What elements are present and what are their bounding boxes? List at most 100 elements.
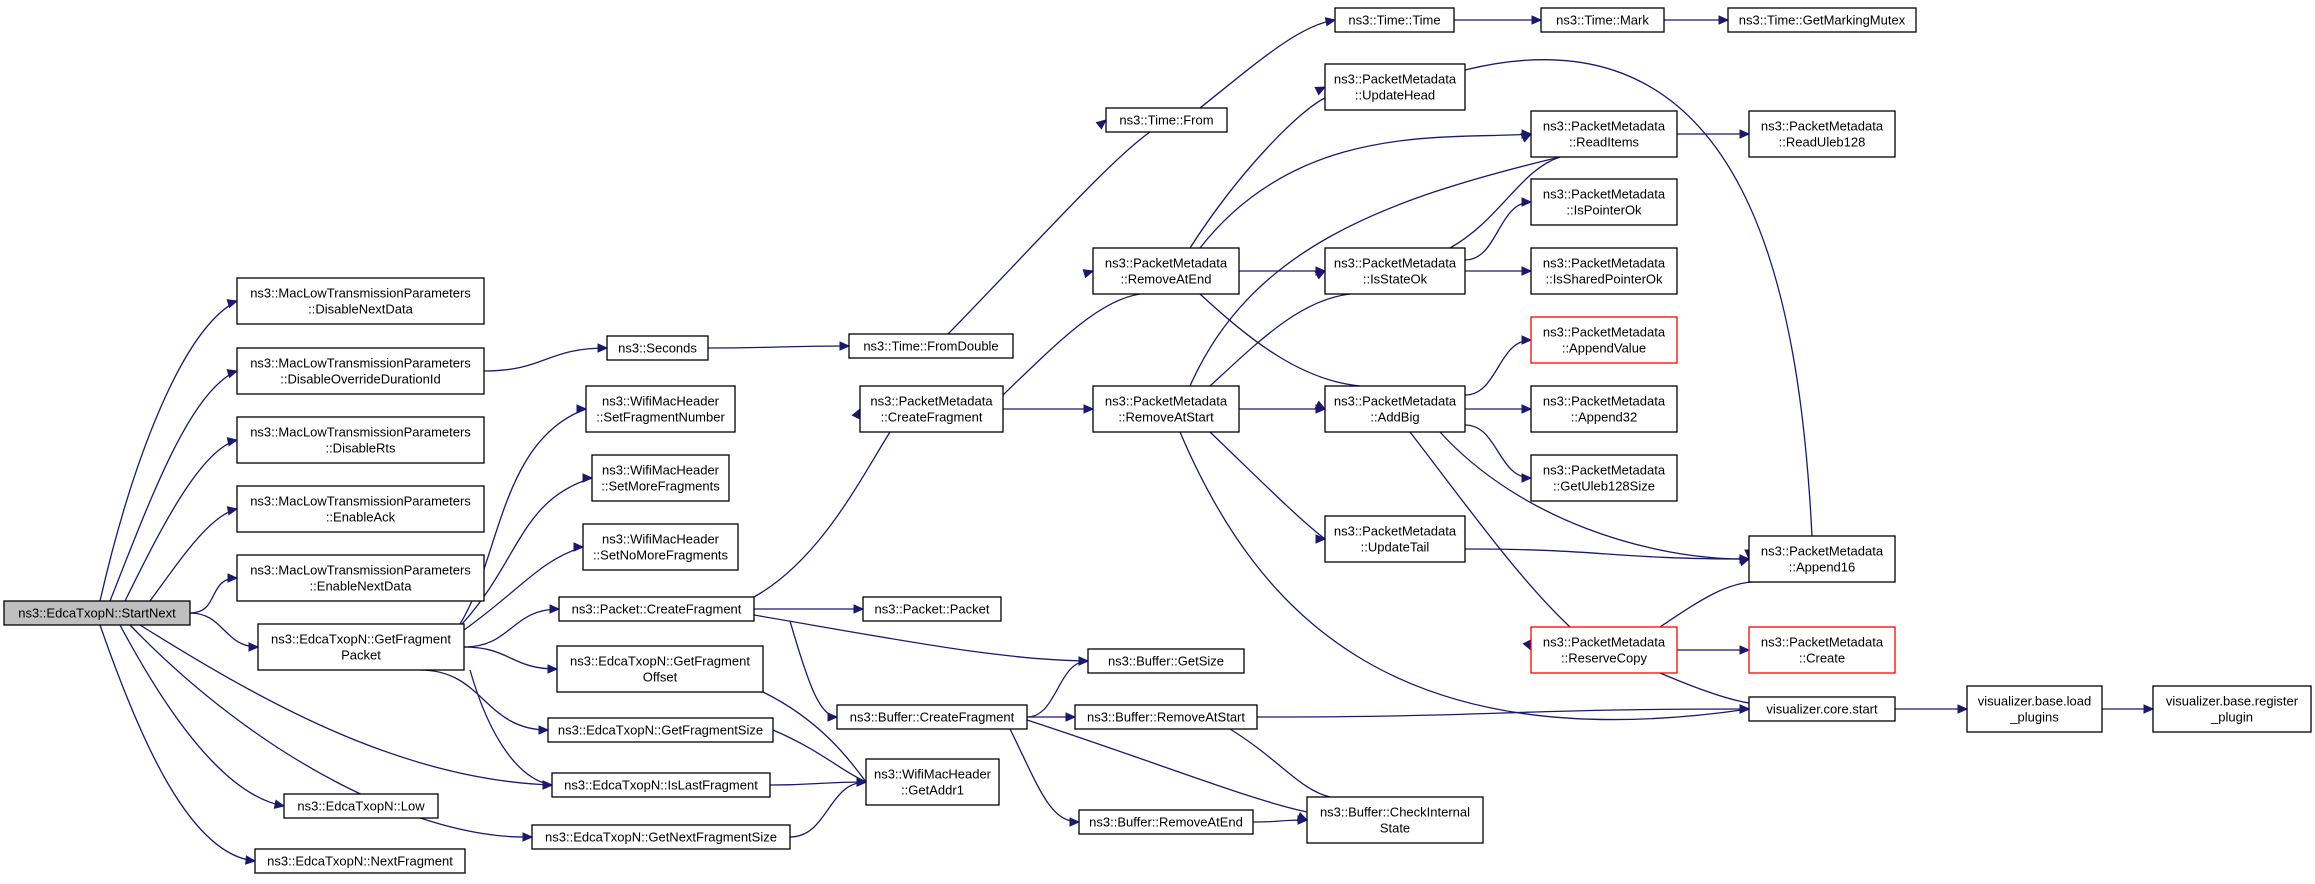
edge-is_state_ok-to-read_items <box>1449 133 1561 249</box>
node-box <box>1078 809 1254 835</box>
edge-line <box>119 624 285 807</box>
node-get-fragment-size[interactable]: ns3::EdcaTxopN::GetFragmentSize <box>547 717 774 743</box>
node-get-next-fragment-size[interactable]: ns3::EdcaTxopN::GetNextFragmentSize <box>531 824 791 850</box>
node-append16[interactable]: ns3::PacketMetadata::Append16 <box>1748 535 1896 583</box>
edge-line <box>1209 431 1326 540</box>
node-buffer-get-size[interactable]: ns3::Buffer::GetSize <box>1087 648 1245 674</box>
node-append32[interactable]: ns3::PacketMetadata::Append32 <box>1530 385 1678 433</box>
node-get-marking-mutex[interactable]: ns3::Time::GetMarkingMutex <box>1727 7 1917 33</box>
node-pm-create-fragment[interactable]: ns3::PacketMetadata::CreateFragment <box>859 385 1004 433</box>
edge-arrowhead <box>542 780 554 790</box>
node-visualizer-load-plugins[interactable]: visualizer.base.load_plugins <box>1966 685 2103 733</box>
node-is-shared-pointer-ok[interactable]: ns3::PacketMetadata::IsSharedPointerOk <box>1530 247 1678 295</box>
edge-line <box>189 577 238 614</box>
edge-arrowhead <box>1078 656 1090 666</box>
node-box <box>1748 535 1896 583</box>
node-pm-create[interactable]: ns3::PacketMetadata::Create <box>1748 626 1896 674</box>
node-label-line: ns3::EdcaTxopN::GetFragmentSize <box>558 723 763 738</box>
node-add-big[interactable]: ns3::PacketMetadata::AddBig <box>1324 385 1466 433</box>
node-buffer-remove-at-end[interactable]: ns3::Buffer::RemoveAtEnd <box>1078 809 1254 835</box>
node-get-uleb128-size[interactable]: ns3::PacketMetadata::GetUleb128Size <box>1530 454 1678 502</box>
node-visualizer-core-start[interactable]: visualizer.core.start <box>1748 696 1896 722</box>
node-append-value[interactable]: ns3::PacketMetadata::AppendValue <box>1530 316 1678 364</box>
node-update-head[interactable]: ns3::PacketMetadata::UpdateHead <box>1324 63 1466 111</box>
node-low[interactable]: ns3::EdcaTxopN::Low <box>283 793 439 819</box>
node-enable-next-data[interactable]: ns3::MacLowTransmissionParameters::Enabl… <box>236 554 485 602</box>
edge-line <box>1464 339 1532 396</box>
node-label-line: ns3::Buffer::GetSize <box>1108 654 1224 669</box>
node-visualizer-register-plugin[interactable]: visualizer.base.register_plugin <box>2152 685 2312 733</box>
node-time-from-double[interactable]: ns3::Time::FromDouble <box>848 333 1014 359</box>
node-disable-next-data[interactable]: ns3::MacLowTransmissionParameters::Disab… <box>236 277 485 325</box>
node-label-line: ns3::EdcaTxopN::StartNext <box>18 606 176 621</box>
node-startnext[interactable]: ns3::EdcaTxopN::StartNext <box>3 600 191 626</box>
node-next-fragment[interactable]: ns3::EdcaTxopN::NextFragment <box>254 848 466 874</box>
node-time-mark[interactable]: ns3::Time::Mark <box>1540 7 1665 33</box>
node-box <box>1727 7 1917 33</box>
node-label-line: Packet <box>341 648 381 663</box>
node-label-line: ns3::PacketMetadata <box>1105 394 1228 409</box>
edge-startnext-to-disable_override <box>109 369 239 602</box>
node-box <box>591 454 730 502</box>
node-label-line: ns3::MacLowTransmissionParameters <box>250 494 471 509</box>
node-is-state-ok[interactable]: ns3::PacketMetadata::IsStateOk <box>1324 247 1466 295</box>
node-remove-at-start[interactable]: ns3::PacketMetadata::RemoveAtStart <box>1092 385 1240 433</box>
node-box <box>862 596 1002 622</box>
node-read-uleb128[interactable]: ns3::PacketMetadata::ReadUleb128 <box>1748 110 1896 158</box>
node-packet-packet[interactable]: ns3::Packet::Packet <box>862 596 1002 622</box>
node-label-line: ns3::WifiMacHeader <box>602 532 720 547</box>
edge-arrowhead <box>1521 197 1533 207</box>
node-disable-rts[interactable]: ns3::MacLowTransmissionParameters::Disab… <box>236 416 485 464</box>
node-label-line: ns3::WifiMacHeader <box>602 463 720 478</box>
node-box <box>2152 685 2312 733</box>
edge-arrowhead <box>1520 133 1533 143</box>
node-label-line: ns3::EdcaTxopN::GetFragment <box>570 654 750 669</box>
node-label-line: visualizer.base.load <box>1978 694 2091 709</box>
node-get-addr1[interactable]: ns3::WifiMacHeader::GetAddr1 <box>865 758 1000 806</box>
node-seconds[interactable]: ns3::Seconds <box>606 335 709 361</box>
node-set-no-more-fragments[interactable]: ns3::WifiMacHeader::SetNoMoreFragments <box>582 523 739 571</box>
node-buffer-create-fragment[interactable]: ns3::Buffer::CreateFragment <box>836 704 1028 730</box>
edge-reserve_copy-to-visualizer_core_start <box>1659 672 1751 714</box>
node-label-line: ::AddBig <box>1370 410 1419 425</box>
node-set-more-fragments[interactable]: ns3::WifiMacHeader::SetMoreFragments <box>591 454 730 502</box>
node-packet-create-fragment[interactable]: ns3::Packet::CreateFragment <box>558 596 755 622</box>
node-label-line: ns3::PacketMetadata <box>1761 544 1884 559</box>
node-label-line: visualizer.base.register <box>2166 694 2299 709</box>
node-label-line: visualizer.core.start <box>1766 702 1878 717</box>
edge-visualizer_core_start-to-visualizer_load_plugins <box>1895 704 1969 714</box>
edge-arrowhead <box>226 369 239 379</box>
node-box <box>1105 107 1228 133</box>
node-enable-ack[interactable]: ns3::MacLowTransmissionParameters::Enabl… <box>236 485 485 533</box>
node-time-from[interactable]: ns3::Time::From <box>1105 107 1228 133</box>
node-read-items[interactable]: ns3::PacketMetadata::ReadItems <box>1530 110 1678 158</box>
edge-pm_create_fragment-to-remove_at_start <box>1003 404 1095 414</box>
node-buffer-remove-at-start[interactable]: ns3::Buffer::RemoveAtStart <box>1074 704 1258 730</box>
edge-arrowhead <box>1095 119 1107 130</box>
edge-arrowhead <box>582 473 594 483</box>
edge-reserve_copy-to-append16 <box>1659 557 1761 628</box>
node-remove-at-end[interactable]: ns3::PacketMetadata::RemoveAtEnd <box>1092 247 1240 295</box>
edge-line <box>1189 156 1561 387</box>
node-label-line: ns3::PacketMetadata <box>1334 72 1457 87</box>
edge-arrowhead <box>245 855 257 865</box>
edge-line <box>419 669 549 731</box>
node-disable-override[interactable]: ns3::MacLowTransmissionParameters::Disab… <box>236 347 485 395</box>
node-reserve-copy[interactable]: ns3::PacketMetadata::ReserveCopy <box>1530 626 1678 674</box>
node-update-tail[interactable]: ns3::PacketMetadata::UpdateTail <box>1324 515 1466 563</box>
edge-arrowhead <box>1521 335 1533 345</box>
node-set-fragment-number[interactable]: ns3::WifiMacHeader::SetFragmentNumber <box>585 385 736 433</box>
edge-line <box>762 691 867 783</box>
node-is-pointer-ok[interactable]: ns3::PacketMetadata::IsPointerOk <box>1530 178 1678 226</box>
edge-get_fragment_size-to-get_addr1 <box>772 729 868 787</box>
edge-time_mark-to-get_marking_mutex <box>1664 15 1730 25</box>
edge-arrowhead <box>226 506 239 516</box>
node-time-time[interactable]: ns3::Time::Time <box>1334 7 1455 33</box>
node-label-line: ns3::Time::FromDouble <box>863 339 998 354</box>
edge-line <box>753 431 891 598</box>
node-is-last-fragment[interactable]: ns3::EdcaTxopN::IsLastFragment <box>551 772 771 798</box>
node-box <box>1530 454 1678 502</box>
